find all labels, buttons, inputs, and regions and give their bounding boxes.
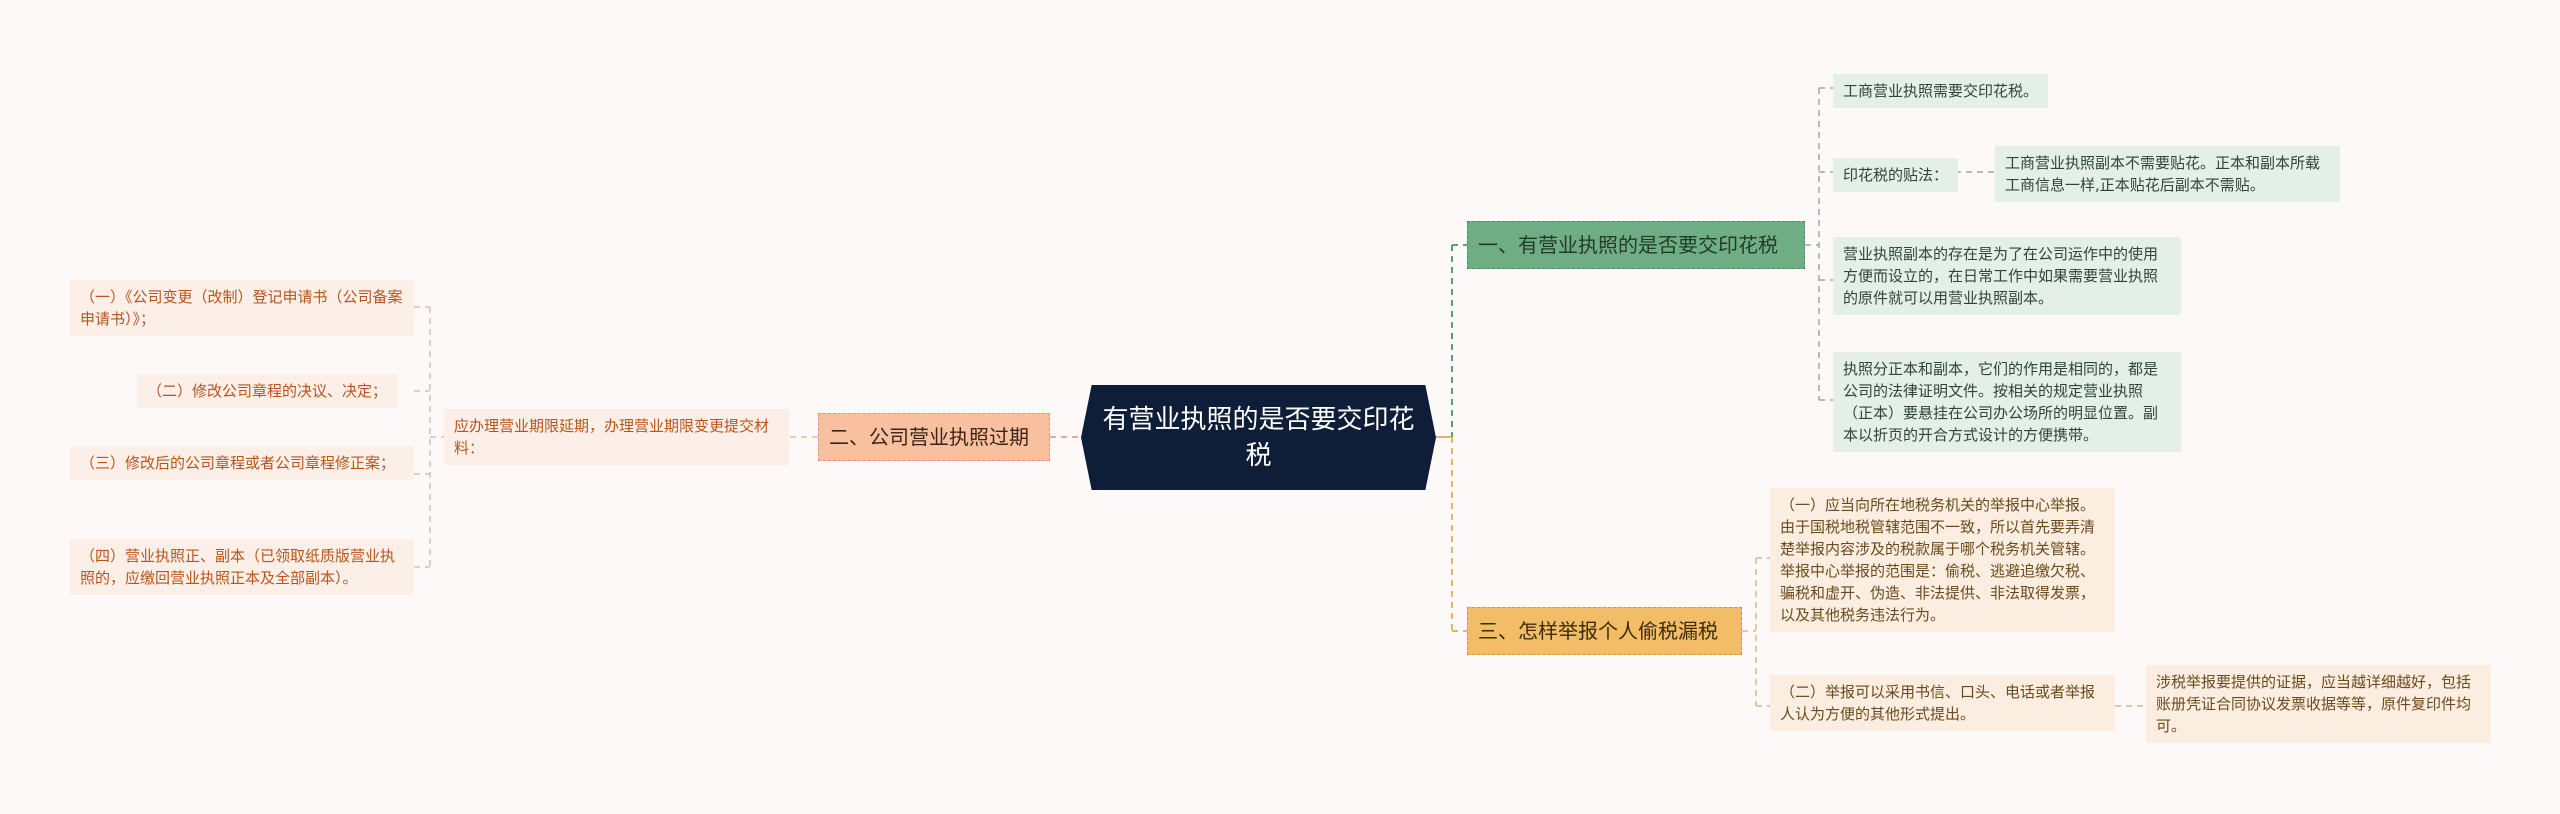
leaf-one-1[interactable]: 工商营业执照需要交印花税。 <box>1833 74 2049 108</box>
leaf-text: （二）修改公司章程的决议、决定； <box>147 382 388 400</box>
leaf-two-3[interactable]: （三）修改后的公司章程或者公司章程修正案； <box>70 446 414 480</box>
leaf-text: 印花税的贴法： <box>1843 166 1949 184</box>
branch-three-label: 三、怎样举报个人偷税漏税 <box>1478 619 1718 643</box>
leaf-text: （二）举报可以采用书信、口头、电话或者举报人认为方便的其他形式提出。 <box>1780 683 2096 723</box>
leaf-text: 应办理营业期限延期，办理营业期限变更提交材料： <box>454 417 770 457</box>
leaf-three-1[interactable]: （一）应当向所在地税务机关的举报中心举报。由于国税地税管辖范围不一致，所以首先要… <box>1770 488 2115 632</box>
branch-one-label: 一、有营业执照的是否要交印花税 <box>1478 233 1778 257</box>
leaf-text: （一）应当向所在地税务机关的举报中心举报。由于国税地税管辖范围不一致，所以首先要… <box>1780 496 2096 624</box>
leaf-one-4[interactable]: 执照分正本和副本，它们的作用是相同的，都是公司的法律证明文件。按相关的规定营业执… <box>1833 352 2181 452</box>
leaf-text: （一）《公司变更（改制）登记申请书（公司备案申请书）》； <box>80 288 403 328</box>
leaf-text: 工商营业执照需要交印花税。 <box>1843 82 2039 100</box>
branch-three-topic[interactable]: 三、怎样举报个人偷税漏税 <box>1467 607 1742 655</box>
leaf-text: （四）营业执照正、副本（已领取纸质版营业执照的，应缴回营业执照正本及全部副本）。 <box>80 547 396 587</box>
leaf-text: 工商营业执照副本不需要贴花。正本和副本所载工商信息一样,正本贴花后副本不需贴。 <box>2005 154 2321 194</box>
root-topic[interactable]: 有营业执照的是否要交印花税 <box>1081 385 1436 490</box>
branch-two-label: 二、公司营业执照过期 <box>829 425 1029 449</box>
leaf-two-4[interactable]: （四）营业执照正、副本（已领取纸质版营业执照的，应缴回营业执照正本及全部副本）。 <box>70 539 414 595</box>
leaf-one-3[interactable]: 营业执照副本的存在是为了在公司运作中的使用方便而设立的，在日常工作中如果需要营业… <box>1833 237 2181 315</box>
branch-two-mid[interactable]: 应办理营业期限延期，办理营业期限变更提交材料： <box>444 409 789 465</box>
branch-one-topic[interactable]: 一、有营业执照的是否要交印花税 <box>1467 221 1805 269</box>
branch-two-topic[interactable]: 二、公司营业执照过期 <box>818 413 1050 461</box>
leaf-three-2-child[interactable]: 涉税举报要提供的证据，应当越详细越好，包括账册凭证合同协议发票收据等等，原件复印… <box>2146 665 2491 743</box>
root-title: 有营业执照的是否要交印花税 <box>1102 404 1415 471</box>
leaf-two-1[interactable]: （一）《公司变更（改制）登记申请书（公司备案申请书）》； <box>70 280 414 336</box>
leaf-three-2[interactable]: （二）举报可以采用书信、口头、电话或者举报人认为方便的其他形式提出。 <box>1770 675 2115 731</box>
leaf-text: 涉税举报要提供的证据，应当越详细越好，包括账册凭证合同协议发票收据等等，原件复印… <box>2156 673 2472 735</box>
leaf-text: （三）修改后的公司章程或者公司章程修正案； <box>80 454 396 472</box>
leaf-two-2[interactable]: （二）修改公司章程的决议、决定； <box>137 374 398 408</box>
leaf-one-2[interactable]: 印花税的贴法： <box>1833 158 1959 192</box>
leaf-text: 执照分正本和副本，它们的作用是相同的，都是公司的法律证明文件。按相关的规定营业执… <box>1843 360 2159 444</box>
leaf-text: 营业执照副本的存在是为了在公司运作中的使用方便而设立的，在日常工作中如果需要营业… <box>1843 245 2159 307</box>
leaf-one-2-child[interactable]: 工商营业执照副本不需要贴花。正本和副本所载工商信息一样,正本贴花后副本不需贴。 <box>1995 146 2340 202</box>
